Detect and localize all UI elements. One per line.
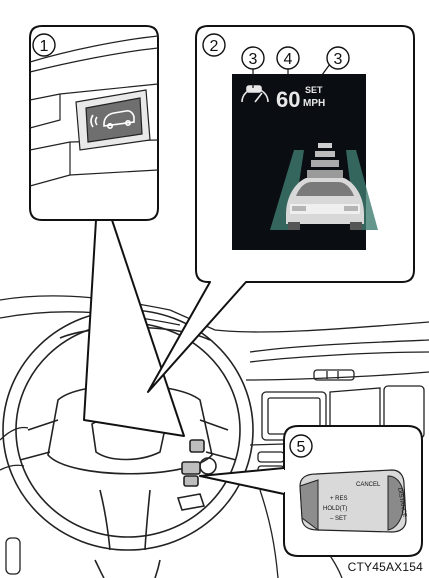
- vehicle-ahead-icon: [286, 178, 364, 230]
- figure-code: CTY45AX154: [348, 560, 423, 574]
- svg-text:5: 5: [297, 439, 306, 456]
- speed-unit: MPH: [303, 98, 325, 109]
- callout-number-3-set: 3: [327, 47, 349, 69]
- callout-number-3-gauge: 3: [242, 47, 264, 69]
- callout-box-5: CANCEL + RES HOLD(T) – SET DISTANCE 5: [200, 426, 422, 556]
- callout-number-4: 4: [277, 47, 299, 69]
- svg-text:1: 1: [40, 38, 49, 55]
- svg-text:3: 3: [249, 51, 258, 68]
- callout-number-1: 1: [33, 34, 55, 56]
- svg-text:4: 4: [284, 51, 293, 68]
- svg-text:2: 2: [210, 38, 219, 55]
- set-indicator: SET: [305, 85, 323, 95]
- cruise-control-lever: CANCEL + RES HOLD(T) – SET DISTANCE: [300, 470, 407, 532]
- lever-res-label: + RES: [330, 496, 348, 502]
- svg-text:3: 3: [334, 51, 343, 68]
- callout-number-5: 5: [290, 435, 312, 457]
- lever-hold-label: HOLD(T): [323, 506, 347, 512]
- callout-number-2: 2: [203, 34, 225, 56]
- set-speed-value: 60: [276, 87, 300, 112]
- lever-set-label: – SET: [330, 516, 347, 522]
- lever-cancel-label: CANCEL: [356, 482, 381, 488]
- callout-box-2: 60 SET MPH 2 3 4 3: [148, 26, 414, 392]
